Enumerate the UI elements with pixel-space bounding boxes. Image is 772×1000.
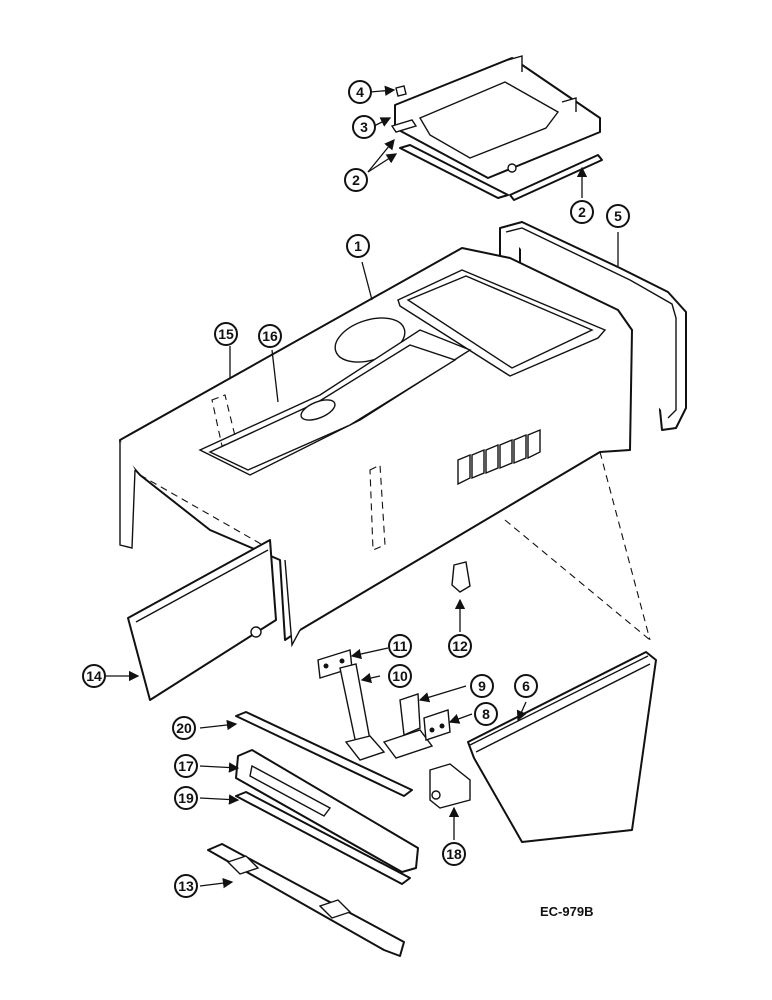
svg-text:4: 4 [356,84,364,100]
seal-strip-right [509,154,603,201]
bracket-18 [429,763,471,809]
svg-text:13: 13 [178,878,194,894]
svg-text:20: 20 [176,720,192,736]
svg-text:3: 3 [360,119,368,135]
figure-code-label: EC-979B [540,904,593,919]
callout-17: 17 [174,754,198,778]
svg-text:6: 6 [522,678,530,694]
leader-lines [106,85,619,889]
pad-strip-20 [235,711,413,797]
svg-text:9: 9 [478,678,486,694]
svg-text:19: 19 [178,790,194,806]
seal-strip-upper-left [390,119,418,133]
callout-13: 13 [174,874,198,898]
svg-text:15: 15 [218,326,234,342]
bracket-9 [382,693,434,759]
seal-strip-left [399,144,509,199]
svg-text:16: 16 [262,328,278,344]
bracket-8 [423,709,451,741]
callout-1: 1 [346,234,370,258]
callout-16: 16 [258,324,282,348]
svg-text:11: 11 [393,638,408,654]
side-louvre-vents [457,428,541,486]
callout-5: 5 [606,204,630,228]
bottom-pan-13 [207,843,405,957]
callout-2-left: 2 [344,168,368,192]
svg-text:18: 18 [446,846,462,862]
callout-15: 15 [214,322,238,346]
callout-10: 10 [388,664,412,688]
svg-text:5: 5 [614,208,622,224]
main-hood-body [119,247,651,648]
callout-20: 20 [172,716,196,740]
left-side-panel [127,539,277,701]
svg-text:8: 8 [482,706,490,722]
callout-2-right: 2 [570,200,594,224]
cover-bolt [395,85,407,97]
top-access-cover [394,55,601,179]
callout-4: 4 [348,80,372,104]
callout-8: 8 [474,702,498,726]
svg-text:17: 17 [178,758,194,774]
callout-18: 18 [442,842,466,866]
lower-box-rail-17 [235,749,419,873]
callout-9: 9 [470,674,494,698]
svg-text:1: 1 [354,238,362,254]
callout-11: 11 [388,634,412,658]
callout-19: 19 [174,786,198,810]
svg-text:2: 2 [578,204,586,220]
callout-6: 6 [514,674,538,698]
callout-12: 12 [448,634,472,658]
lower-strip-19 [235,791,411,885]
right-side-panel [467,651,657,843]
svg-text:2: 2 [352,172,360,188]
svg-text:10: 10 [392,668,408,684]
bracket-12 [451,561,471,593]
bracket-10 [339,663,386,761]
svg-text:14: 14 [86,668,102,684]
callout-14: 14 [82,664,106,688]
callout-3: 3 [352,115,376,139]
svg-text:12: 12 [452,638,468,654]
